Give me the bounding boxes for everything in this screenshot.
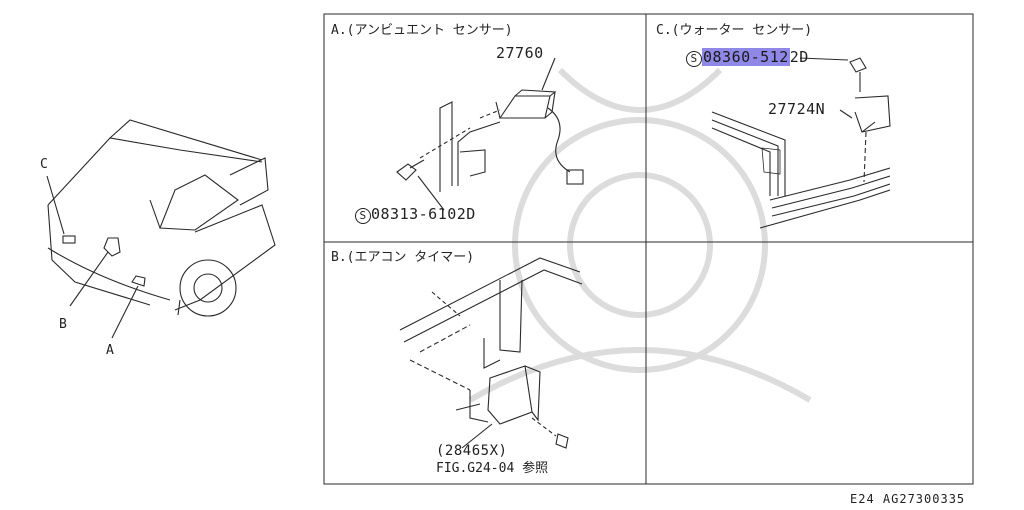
panel-a-title: A.(アンビュエント センサー): [331, 23, 513, 38]
part-number-27724n: 27724N: [768, 100, 826, 118]
water-sensor-drawing: [711, 57, 891, 229]
watermark-emblem: [468, 67, 812, 403]
callout-a: A: [106, 343, 114, 358]
s-symbol-icon: S: [686, 51, 702, 67]
vehicle-overview-drawing: [46, 119, 276, 339]
figure-reference: FIG.G24-04 参照: [436, 461, 549, 476]
aircon-timer-drawing: [399, 257, 583, 449]
panel-b-title: B.(エアコン タイマー): [331, 250, 475, 265]
callout-b: B: [59, 317, 67, 332]
panel-c-title: C.(ウォーター センサー): [656, 23, 813, 38]
highlighted-text: 08360-512: [702, 48, 790, 66]
ambient-sensor-drawing: [396, 57, 584, 211]
panel-grid: [323, 13, 974, 485]
diagram-code: E24 AG27300335: [850, 492, 966, 506]
s-symbol-icon: S: [355, 208, 371, 224]
part-number-28465x: (28465X): [436, 443, 508, 459]
part-number-27760: 27760: [496, 44, 544, 62]
callout-c: C: [40, 157, 48, 172]
